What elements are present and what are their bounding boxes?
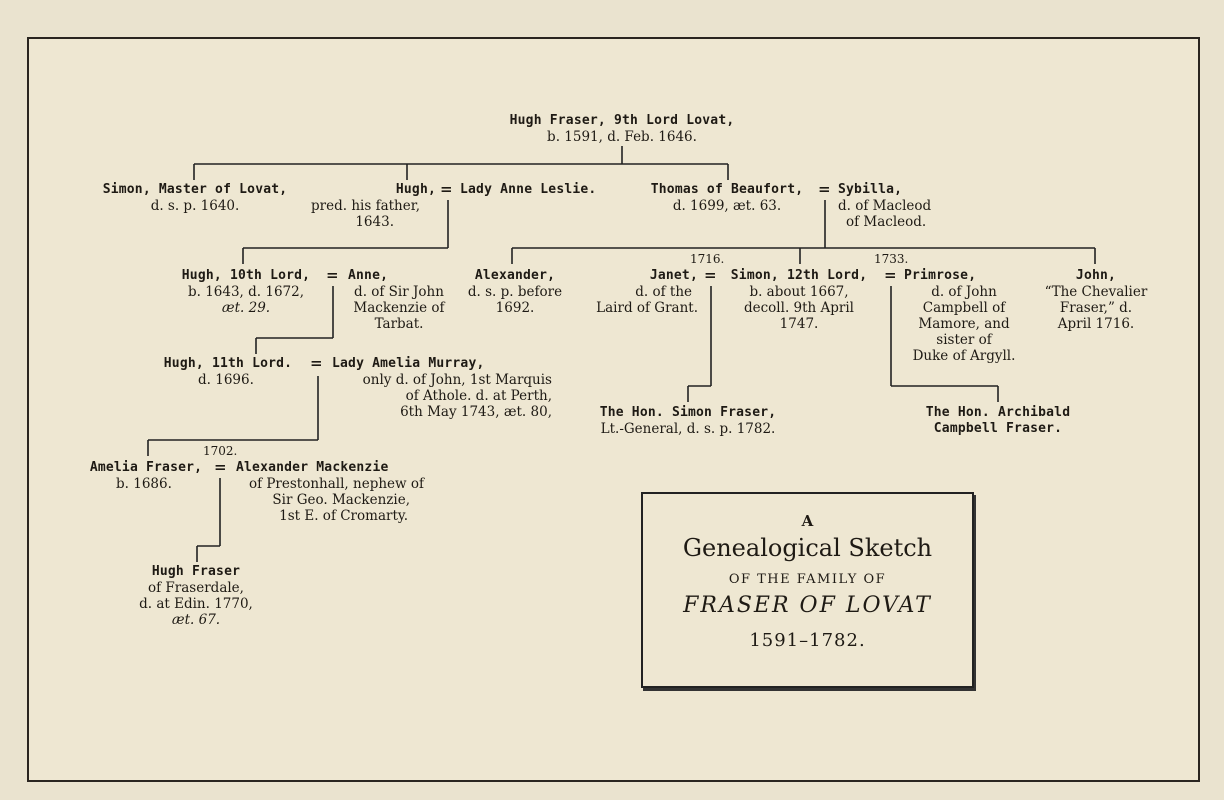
person-name: Hugh Fraser, 9th Lord Lovat,: [509, 113, 735, 128]
person-alexander: Alexander, d. s. p. before 1692.: [460, 268, 570, 316]
person-name: Primrose,: [904, 268, 977, 283]
person-name: Amelia Fraser,: [89, 460, 203, 475]
person-detail: of Macleod.: [846, 214, 927, 230]
title-heading: Genealogical Sketch: [682, 534, 933, 562]
person-detail: Mackenzie of: [353, 300, 445, 316]
marriage-sign: =: [326, 266, 339, 284]
person-detail: 1747.: [779, 316, 819, 332]
marriage-year: 1733.: [874, 252, 909, 266]
person-sybilla: Sybilla, d. of Macleod of Macleod.: [838, 182, 931, 230]
person-detail: d. s. p. 1640.: [150, 198, 240, 214]
person-name: Alexander Mackenzie: [236, 460, 389, 475]
person-detail: April 1716.: [1057, 316, 1135, 332]
person-name: The Hon. Archibald: [925, 405, 1071, 420]
person-detail: d. of Macleod: [838, 198, 932, 214]
person-detail: of Fraserdale,: [148, 580, 244, 596]
person-detail: b. 1643, d. 1672,: [187, 284, 305, 300]
person-detail: b. about 1667,: [749, 284, 849, 300]
marriage-sign: =: [214, 458, 227, 476]
person-hugh-9th-lord: Hugh Fraser, 9th Lord Lovat, b. 1591, d.…: [490, 113, 754, 145]
person-detail: decoll. 9th April: [743, 300, 855, 316]
person-name: Janet,: [649, 268, 698, 283]
title-dates: 1591–1782.: [749, 630, 866, 651]
person-detail: 1st E. of Cromarty.: [279, 508, 408, 524]
person-detail: Campbell Fraser.: [933, 421, 1063, 436]
person-detail: Lt.-General, d. s. p. 1782.: [600, 421, 776, 437]
mounted-sheet: [27, 37, 1200, 782]
person-name: John,: [1075, 268, 1117, 283]
title-article: A: [801, 512, 814, 530]
title-subheading: OF THE FAMILY OF: [728, 572, 887, 587]
person-john-chevalier: John, “The Chevalier Fraser,” d. April 1…: [1030, 268, 1162, 332]
person-detail: d. at Edin. 1770,: [139, 596, 253, 612]
person-detail: d. 1696.: [198, 372, 254, 388]
marriage-year: 1716.: [690, 252, 725, 266]
person-amelia-fraser: Amelia Fraser, b. 1686.: [82, 460, 210, 492]
person-detail: Fraser,” d.: [1059, 300, 1133, 316]
person-name: Anne,: [348, 268, 389, 283]
person-hugh-fraser-fraserdale: Hugh Fraser of Fraserdale, d. at Edin. 1…: [126, 564, 266, 628]
person-detail: d. 1699, æt. 63.: [672, 198, 782, 214]
person-simon-master: Simon, Master of Lovat, d. s. p. 1640.: [86, 182, 304, 214]
person-detail: æt. 67.: [171, 612, 221, 628]
person-primrose: Primrose, d. of John Campbell of Mamore,…: [896, 268, 1032, 364]
person-name: Hugh, 11th Lord.: [163, 356, 293, 371]
person-detail: 6th May 1743, æt. 80,: [400, 404, 552, 420]
person-hugh-10th-lord: Hugh, 10th Lord, b. 1643, d. 1672, æt. 2…: [168, 268, 324, 316]
person-hugh-pred: Hugh, pred. his father, 1643.: [306, 182, 436, 230]
person-amelia-murray: Lady Amelia Murray, only d. of John, 1st…: [326, 356, 552, 420]
person-janet: Janet, d. of the Laird of Grant.: [574, 268, 698, 316]
person-detail: pred. his father,: [311, 198, 420, 214]
person-hon-simon-fraser: The Hon. Simon Fraser, Lt.-General, d. s…: [578, 405, 798, 437]
person-name: Lady Anne Leslie.: [460, 182, 597, 197]
person-detail: æt. 29.: [221, 300, 271, 316]
person-detail: d. of John: [931, 284, 997, 300]
person-name: The Hon. Simon Fraser,: [599, 405, 777, 420]
title-family-name: FRASER OF LOVAT: [683, 593, 932, 618]
person-name: Alexander,: [474, 268, 556, 283]
marriage-sign: =: [704, 266, 717, 284]
person-detail: 1692.: [495, 300, 535, 316]
person-detail: Sir Geo. Mackenzie,: [272, 492, 410, 508]
person-detail: d. s. p. before: [467, 284, 563, 300]
person-name: Hugh Fraser: [151, 564, 241, 579]
person-hon-archibald: The Hon. Archibald Campbell Fraser.: [906, 405, 1090, 437]
person-detail: Tarbat.: [374, 316, 424, 332]
person-detail: sister of: [936, 332, 992, 348]
person-name: Hugh,: [395, 182, 436, 197]
person-name: Simon, 12th Lord,: [730, 268, 868, 283]
person-detail: Laird of Grant.: [596, 300, 698, 316]
marriage-sign: =: [310, 354, 323, 372]
person-thomas-of-beaufort: Thomas of Beaufort, d. 1699, æt. 63.: [638, 182, 816, 214]
marriage-sign: =: [884, 266, 897, 284]
person-detail: b. 1686.: [116, 476, 172, 492]
person-detail: only d. of John, 1st Marquis: [362, 372, 552, 388]
person-detail: Mamore, and: [918, 316, 1010, 332]
person-name: Simon, Master of Lovat,: [102, 182, 288, 197]
person-detail: Duke of Argyll.: [912, 348, 1016, 364]
person-name: Thomas of Beaufort,: [650, 182, 804, 197]
person-detail: “The Chevalier: [1044, 284, 1148, 300]
person-name: Sybilla,: [838, 182, 903, 197]
person-detail: of Prestonhall, nephew of: [248, 476, 424, 492]
person-detail: of Athole. d. at Perth,: [405, 388, 552, 404]
person-hugh-11th-lord: Hugh, 11th Lord. d. 1696.: [152, 356, 304, 388]
marriage-year: 1702.: [203, 444, 238, 458]
person-alexander-mackenzie: Alexander Mackenzie of Prestonhall, neph…: [228, 460, 424, 524]
person-detail: d. of the: [635, 284, 692, 300]
person-detail: b. 1591, d. Feb. 1646.: [547, 129, 697, 145]
person-anne: Anne, d. of Sir John Mackenzie of Tarbat…: [340, 268, 458, 332]
person-detail: Campbell of: [922, 300, 1006, 316]
person-anne-leslie: Lady Anne Leslie.: [460, 182, 596, 198]
title-box: A Genealogical Sketch OF THE FAMILY OF F…: [641, 492, 974, 688]
person-simon-12th-lord: Simon, 12th Lord, b. about 1667, decoll.…: [720, 268, 878, 332]
person-detail: 1643.: [355, 214, 394, 230]
person-name: Hugh, 10th Lord,: [181, 268, 311, 283]
marriage-sign: =: [818, 180, 831, 198]
person-name: Lady Amelia Murray,: [332, 356, 485, 371]
marriage-sign: =: [440, 180, 453, 198]
person-detail: d. of Sir John: [354, 284, 444, 300]
